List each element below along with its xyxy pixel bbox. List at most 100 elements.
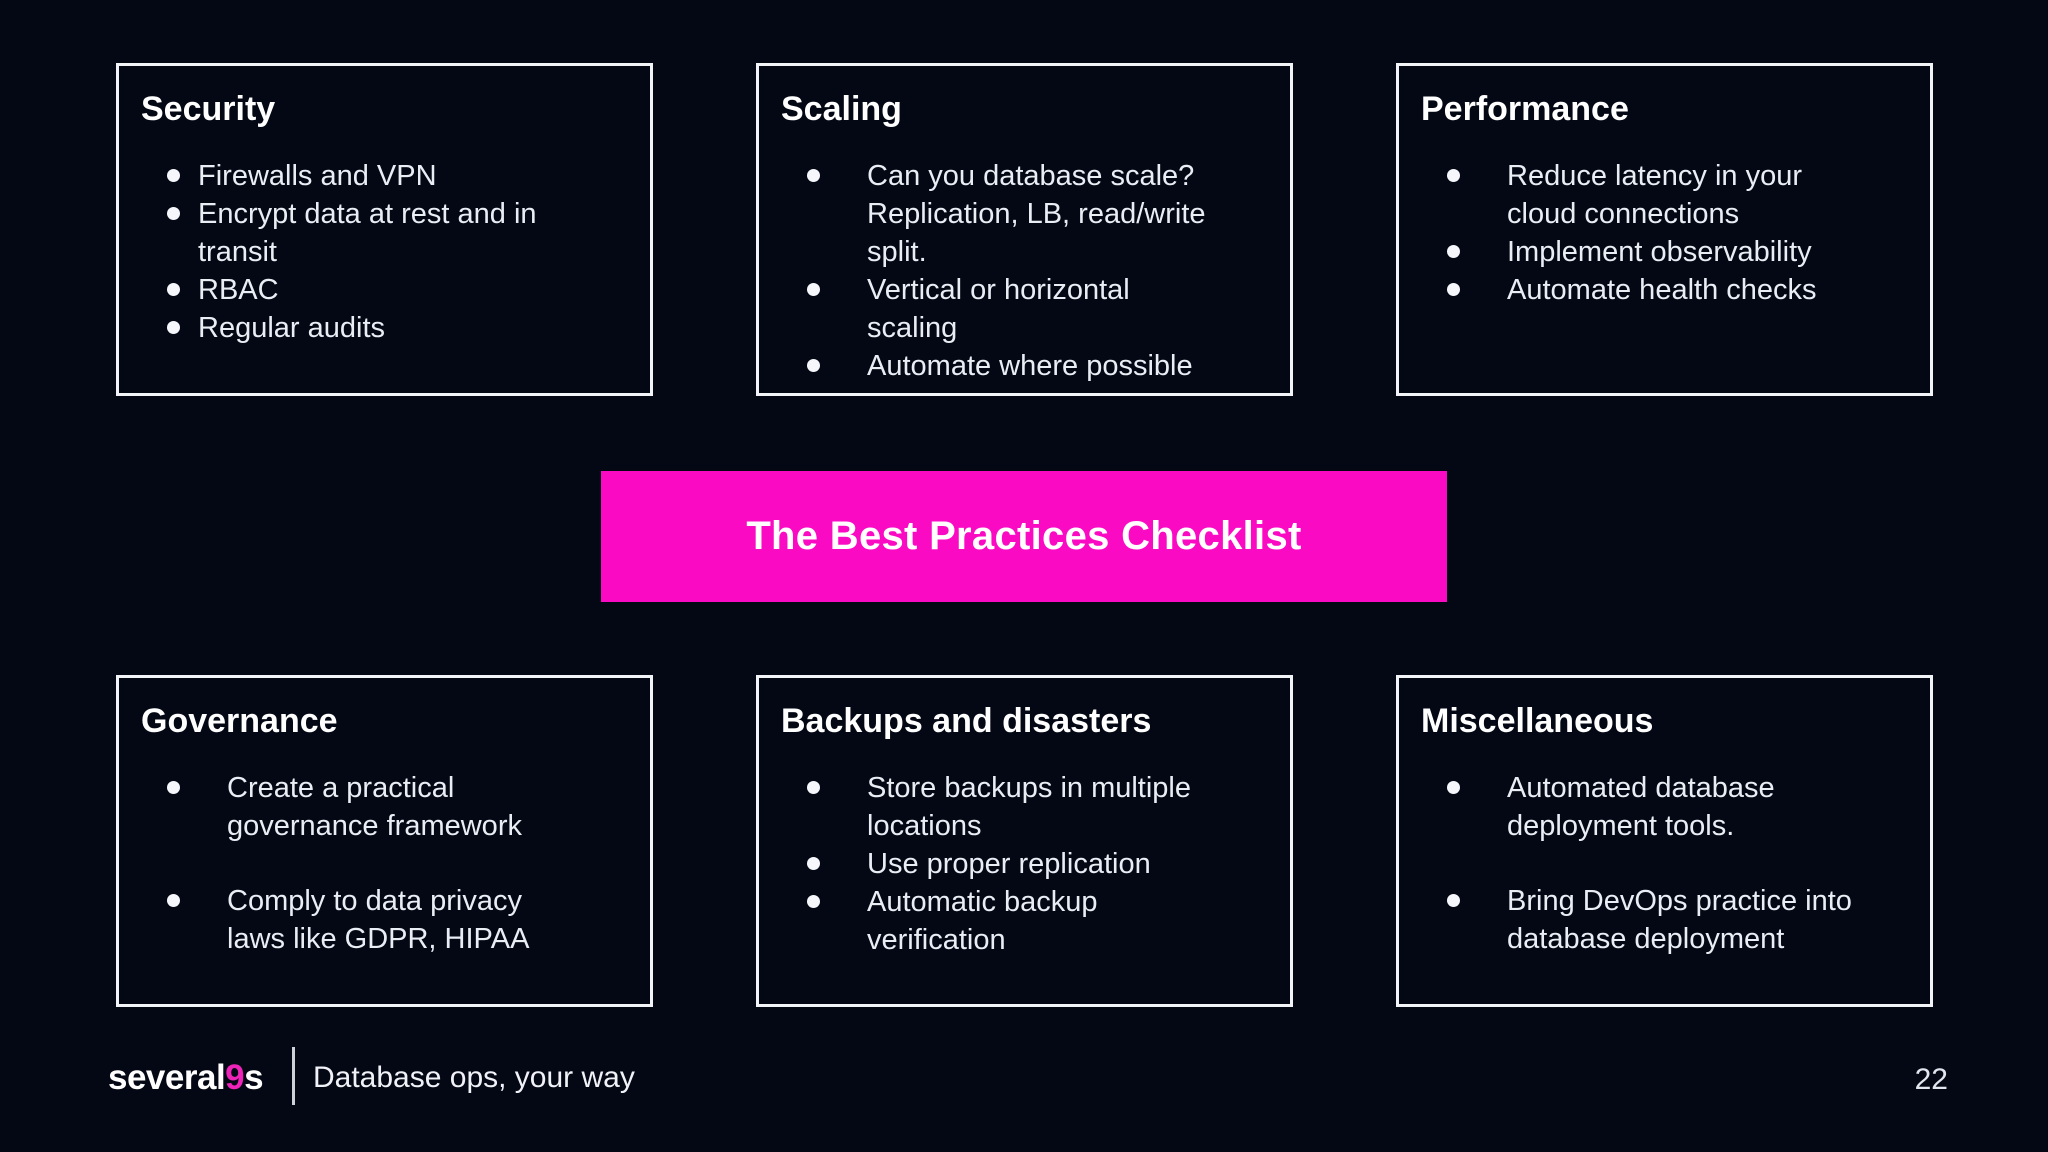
- list-item-text: Create a practical governance framework: [227, 769, 628, 845]
- list-item-line: Store backups in multiple: [867, 772, 1191, 804]
- list-item-line: Replication, LB, read/write: [867, 198, 1206, 230]
- list-item: Create a practical governance framework: [141, 769, 628, 845]
- bullet-icon: [1421, 271, 1507, 296]
- list-item-text: Firewalls and VPN: [198, 157, 628, 195]
- list-item-text: Automate where possible: [867, 347, 1268, 385]
- list-item: Automate health checks: [1421, 271, 1908, 309]
- list-item-line: deployment tools.: [1507, 810, 1735, 842]
- bullet-icon: [141, 195, 198, 220]
- list-item-line: transit: [198, 236, 277, 268]
- list-item-line: Encrypt data at rest and in: [198, 198, 537, 230]
- bullet-list: Can you database scale? Replication, LB, …: [781, 157, 1268, 385]
- bullet-icon: [781, 883, 867, 908]
- page-number: 22: [1914, 1063, 1948, 1096]
- list-item-line: Can you database scale?: [867, 160, 1195, 192]
- bullet-list: Automated database deployment tools. Bring…: [1421, 769, 1908, 958]
- list-item: Implement observability: [1421, 233, 1908, 271]
- list-item-line: Firewalls and VPN: [198, 160, 437, 192]
- list-item-text: Comply to data privacy laws like GDPR, HI…: [227, 882, 628, 958]
- bullet-icon: [141, 271, 198, 296]
- footer-tagline: Database ops, your way: [313, 1061, 635, 1094]
- bullet-icon: [781, 271, 867, 296]
- best-practices-banner: The Best Practices Checklist: [601, 471, 1447, 602]
- list-item: Encrypt data at rest and in transit: [141, 195, 628, 271]
- card-title: Governance: [141, 702, 338, 740]
- bullet-icon: [781, 347, 867, 372]
- list-item: Firewalls and VPN: [141, 157, 628, 195]
- severalnines-logo: several9s: [108, 1056, 264, 1100]
- list-item-line: Automated database: [1507, 772, 1775, 804]
- list-item: Bring DevOps practice into database deplo…: [1421, 882, 1908, 958]
- bullet-icon: [1421, 882, 1507, 907]
- card-title: Miscellaneous: [1421, 702, 1654, 740]
- list-item: Automated database deployment tools.: [1421, 769, 1908, 845]
- list-item: Use proper replication: [781, 845, 1268, 883]
- list-item-line: Bring DevOps practice into: [1507, 885, 1852, 917]
- list-item-line: split.: [867, 236, 927, 268]
- list-item-line: laws like GDPR, HIPAA: [227, 923, 530, 955]
- list-item-text: RBAC: [198, 271, 628, 309]
- card-title: Scaling: [781, 90, 902, 128]
- list-item: Comply to data privacy laws like GDPR, HI…: [141, 882, 628, 958]
- banner-label: The Best Practices Checklist: [746, 514, 1302, 558]
- list-item: Automate where possible: [781, 347, 1268, 385]
- bullet-icon: [141, 882, 227, 907]
- list-item-line: Automate health checks: [1507, 274, 1817, 306]
- list-item-line: Use proper replication: [867, 848, 1151, 880]
- list-item-line: Automatic backup: [867, 886, 1098, 918]
- list-item-line: RBAC: [198, 274, 279, 306]
- bullet-icon: [781, 157, 867, 182]
- list-item-text: Encrypt data at rest and in transit: [198, 195, 628, 271]
- bullet-icon: [141, 157, 198, 182]
- list-item-line: verification: [867, 924, 1006, 956]
- list-item: RBAC: [141, 271, 628, 309]
- bullet-icon: [141, 309, 198, 334]
- list-item-line: Create a practical: [227, 772, 455, 804]
- list-item-line: database deployment: [1507, 923, 1785, 955]
- logo-text-prefix: several: [108, 1058, 226, 1097]
- list-item-line: Regular audits: [198, 312, 385, 344]
- bullet-icon: [1421, 769, 1507, 794]
- list-item: Regular audits: [141, 309, 628, 347]
- footer-divider: [292, 1047, 295, 1105]
- list-item-line: cloud connections: [1507, 198, 1740, 230]
- bullet-icon: [781, 769, 867, 794]
- list-item-line: governance framework: [227, 810, 522, 842]
- list-item-text: Bring DevOps practice into database deplo…: [1507, 882, 1908, 958]
- card-title: Security: [141, 90, 276, 128]
- list-item-line: Automate where possible: [867, 350, 1193, 382]
- list-item-text: Automate health checks: [1507, 271, 1908, 309]
- logo-text-suffix: s: [244, 1058, 264, 1097]
- list-item-text: Implement observability: [1507, 233, 1908, 271]
- list-item-text: Use proper replication: [867, 845, 1268, 883]
- list-item-text: Regular audits: [198, 309, 628, 347]
- card-title: Backups and disasters: [781, 702, 1152, 740]
- bullet-icon: [1421, 157, 1507, 182]
- list-item-line: scaling: [867, 312, 958, 344]
- list-item-line: Comply to data privacy: [227, 885, 522, 917]
- list-item-text: Can you database scale? Replication, LB, …: [867, 157, 1268, 271]
- list-item-text: Automated database deployment tools.: [1507, 769, 1908, 845]
- list-item-line: Implement observability: [1507, 236, 1812, 268]
- list-item: Can you database scale? Replication, LB, …: [781, 157, 1268, 271]
- list-item: Automatic backup verification: [781, 883, 1268, 959]
